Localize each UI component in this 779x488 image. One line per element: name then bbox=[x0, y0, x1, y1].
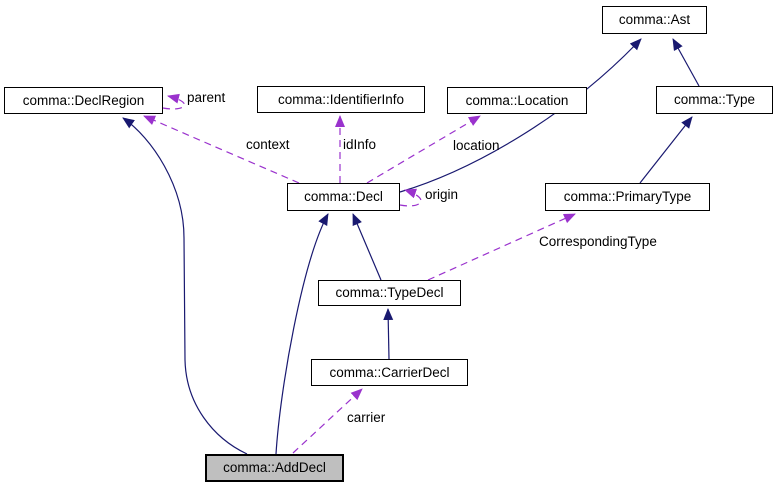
edge-context bbox=[143, 115, 300, 184]
node-comma-typedecl[interactable]: comma::TypeDecl bbox=[318, 280, 461, 306]
node-comma-declregion[interactable]: comma::DeclRegion bbox=[4, 87, 163, 114]
edge-correspondingtype bbox=[427, 213, 576, 281]
edge-label-location: location bbox=[453, 138, 500, 153]
edge-primarytype-to-type bbox=[639, 116, 693, 184]
edge-parent-selfloop bbox=[162, 93, 185, 110]
node-comma-decl[interactable]: comma::Decl bbox=[287, 183, 400, 211]
edge-carrierdecl-to-typedecl bbox=[383, 308, 394, 360]
edge-label-idinfo: idInfo bbox=[343, 137, 377, 152]
edge-label-correspondingtype: CorrespondingType bbox=[539, 234, 657, 249]
node-comma-type[interactable]: comma::Type bbox=[656, 86, 773, 114]
edge-decl-to-ast bbox=[399, 38, 642, 193]
edge-carrier bbox=[292, 388, 363, 454]
node-comma-primarytype[interactable]: comma::PrimaryType bbox=[545, 183, 710, 211]
node-comma-ast[interactable]: comma::Ast bbox=[602, 6, 707, 34]
node-comma-identifierinfo[interactable]: comma::IdentifierInfo bbox=[257, 86, 425, 113]
edge-typedecl-to-decl bbox=[352, 213, 382, 281]
edge-origin-selfloop bbox=[399, 188, 422, 207]
edge-location bbox=[366, 115, 481, 184]
node-comma-location[interactable]: comma::Location bbox=[447, 87, 587, 114]
edge-type-to-ast bbox=[672, 38, 700, 87]
node-comma-carrierdecl[interactable]: comma::CarrierDecl bbox=[311, 359, 468, 386]
edge-label-parent: parent bbox=[187, 90, 226, 105]
node-comma-adddecl: comma::AddDecl bbox=[205, 454, 344, 482]
edge-label-origin: origin bbox=[425, 187, 459, 202]
edge-adddecl-to-decl bbox=[275, 213, 329, 455]
edge-label-context: context bbox=[246, 137, 290, 152]
edge-label-carrier: carrier bbox=[347, 410, 386, 425]
edge-adddecl-to-declregion bbox=[122, 117, 248, 455]
